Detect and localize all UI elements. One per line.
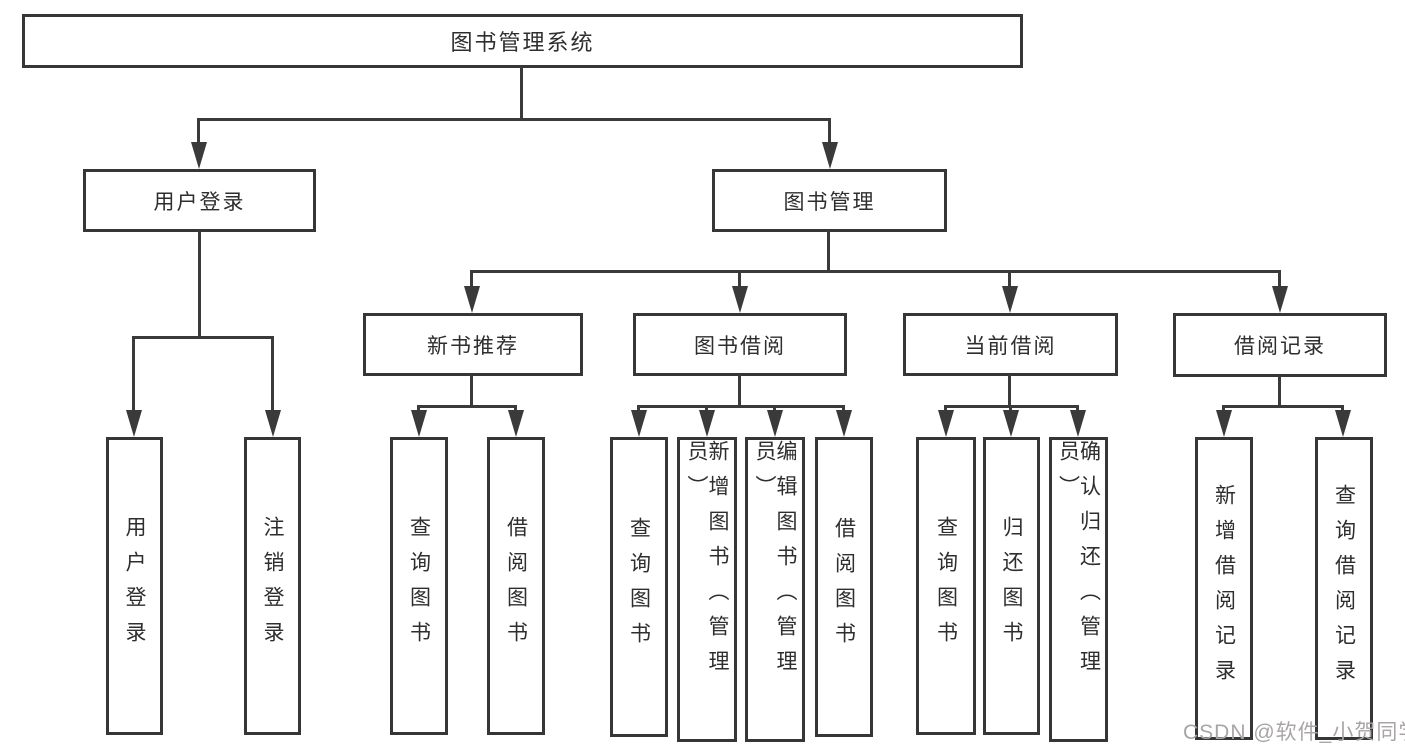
leaf-nbr-query-books: 查询图书 bbox=[390, 437, 448, 735]
node-new-book-recommend: 新书推荐 bbox=[363, 313, 583, 376]
arrow-down-to-leaf-user-login bbox=[126, 410, 142, 437]
connector-new-book-recommend-stem bbox=[470, 374, 473, 407]
node-book-management-label: 图书管理 bbox=[783, 190, 876, 214]
node-borrow-records: 借阅记录 bbox=[1173, 313, 1387, 377]
node-current-borrow-label: 当前借阅 bbox=[964, 334, 1057, 358]
connector-new-book-recommend-bus bbox=[417, 405, 517, 408]
arrow-down-to-cb-return bbox=[1003, 410, 1019, 437]
connector-stub-leaf-user-login bbox=[132, 336, 135, 414]
node-user-login: 用户登录 bbox=[83, 169, 316, 232]
connector-book-borrow-bus bbox=[637, 405, 845, 408]
leaf-bb-query-books-label: 查询图书 bbox=[627, 517, 651, 657]
leaf-bb-borrow-books: 借阅图书 bbox=[815, 437, 873, 737]
arrow-down-to-new-book-recommend bbox=[464, 286, 480, 313]
connector-stub-book-management bbox=[828, 118, 831, 146]
leaf-logout: 注销登录 bbox=[244, 437, 301, 735]
leaf-user-login: 用户登录 bbox=[106, 437, 163, 735]
leaf-logout-label: 注销登录 bbox=[261, 516, 284, 656]
node-root: 图书管理系统 bbox=[22, 14, 1023, 68]
connector-level2-bus bbox=[197, 118, 831, 121]
connector-user-login-bus bbox=[132, 336, 274, 339]
arrow-down-to-book-borrow bbox=[732, 286, 748, 313]
arrow-down-to-bb-add bbox=[699, 410, 715, 437]
leaf-cb-return-books: 归还图书 bbox=[983, 437, 1040, 735]
leaf-nbr-query-books-label: 查询图书 bbox=[407, 516, 431, 656]
leaf-bb-borrow-books-label: 借阅图书 bbox=[832, 517, 856, 657]
connector-current-borrow-stem bbox=[1008, 374, 1011, 407]
arrow-down-to-br-add bbox=[1216, 410, 1232, 437]
connector-level3-bus bbox=[470, 270, 1281, 273]
arrow-down-to-user-login bbox=[191, 142, 207, 169]
arrow-down-to-bb-query bbox=[631, 410, 647, 437]
arrow-down-to-borrow-records bbox=[1272, 286, 1288, 313]
leaf-cb-query-books: 查询图书 bbox=[916, 437, 976, 735]
connector-borrow-records-bus bbox=[1222, 405, 1344, 408]
connector-stub-current-borrow bbox=[1008, 270, 1011, 290]
leaf-nbr-borrow-books: 借阅图书 bbox=[487, 437, 545, 735]
leaf-cb-return-books-label: 归还图书 bbox=[1000, 516, 1023, 656]
arrow-down-to-leaf-logout bbox=[265, 410, 281, 437]
node-new-book-recommend-label: 新书推荐 bbox=[427, 334, 519, 358]
leaf-bb-edit-books-admin: 编辑图书（管理员） bbox=[745, 437, 805, 742]
leaf-bb-add-books-admin: 新增图书（管理员） bbox=[677, 437, 737, 742]
leaf-br-query-record-label: 查询借阅记录 bbox=[1332, 483, 1356, 694]
csdn-watermark: CSDN @软件_小贺同学 bbox=[1183, 721, 1405, 744]
connector-stub-borrow-records bbox=[1278, 270, 1281, 290]
arrow-down-to-cb-query bbox=[938, 410, 954, 437]
leaf-cb-confirm-return-admin: 确认归还（管理员） bbox=[1049, 437, 1108, 742]
connector-root-stem bbox=[520, 66, 523, 120]
connector-user-login-stem bbox=[198, 230, 201, 338]
arrow-down-to-bb-edit bbox=[767, 410, 783, 437]
arrow-down-to-nbr-query bbox=[411, 410, 427, 437]
arrow-down-to-current-borrow bbox=[1002, 286, 1018, 313]
node-borrow-records-label: 借阅记录 bbox=[1234, 335, 1326, 358]
arrow-down-to-br-query bbox=[1335, 410, 1351, 437]
leaf-br-add-record-label: 新增借阅记录 bbox=[1212, 483, 1236, 694]
arrow-down-to-nbr-borrow bbox=[508, 410, 524, 437]
leaf-br-query-record: 查询借阅记录 bbox=[1315, 437, 1373, 740]
arrow-down-to-cb-confirm bbox=[1070, 410, 1086, 437]
arrow-down-to-bb-borrow bbox=[836, 410, 852, 437]
leaf-nbr-borrow-books-label: 借阅图书 bbox=[504, 516, 528, 656]
arrow-down-to-book-management bbox=[822, 142, 838, 169]
node-book-borrow-label: 图书借阅 bbox=[694, 334, 786, 358]
node-root-label: 图书管理系统 bbox=[450, 30, 595, 55]
node-book-management: 图书管理 bbox=[712, 169, 947, 232]
leaf-user-login-label: 用户登录 bbox=[123, 516, 146, 656]
connector-stub-user-login bbox=[197, 118, 200, 146]
connector-book-management-stem bbox=[827, 230, 830, 272]
leaf-br-add-record: 新增借阅记录 bbox=[1195, 437, 1253, 740]
node-book-borrow: 图书借阅 bbox=[633, 313, 847, 376]
connector-stub-book-borrow bbox=[738, 270, 741, 290]
connector-borrow-records-stem bbox=[1278, 375, 1281, 407]
leaf-bb-query-books: 查询图书 bbox=[610, 437, 668, 737]
connector-stub-leaf-logout bbox=[271, 336, 274, 414]
node-user-login-label: 用户登录 bbox=[153, 190, 246, 214]
leaf-bb-add-books-admin-label: 新增图书（管理员） bbox=[685, 440, 729, 685]
leaf-bb-edit-books-admin-label: 编辑图书（管理员） bbox=[753, 440, 797, 685]
leaf-cb-confirm-return-admin-label: 确认归还（管理员） bbox=[1056, 440, 1101, 685]
node-current-borrow: 当前借阅 bbox=[903, 313, 1118, 376]
connector-book-borrow-stem bbox=[738, 374, 741, 407]
leaf-cb-query-books-label: 查询图书 bbox=[934, 516, 958, 656]
connector-stub-new-book-recommend bbox=[470, 270, 473, 290]
